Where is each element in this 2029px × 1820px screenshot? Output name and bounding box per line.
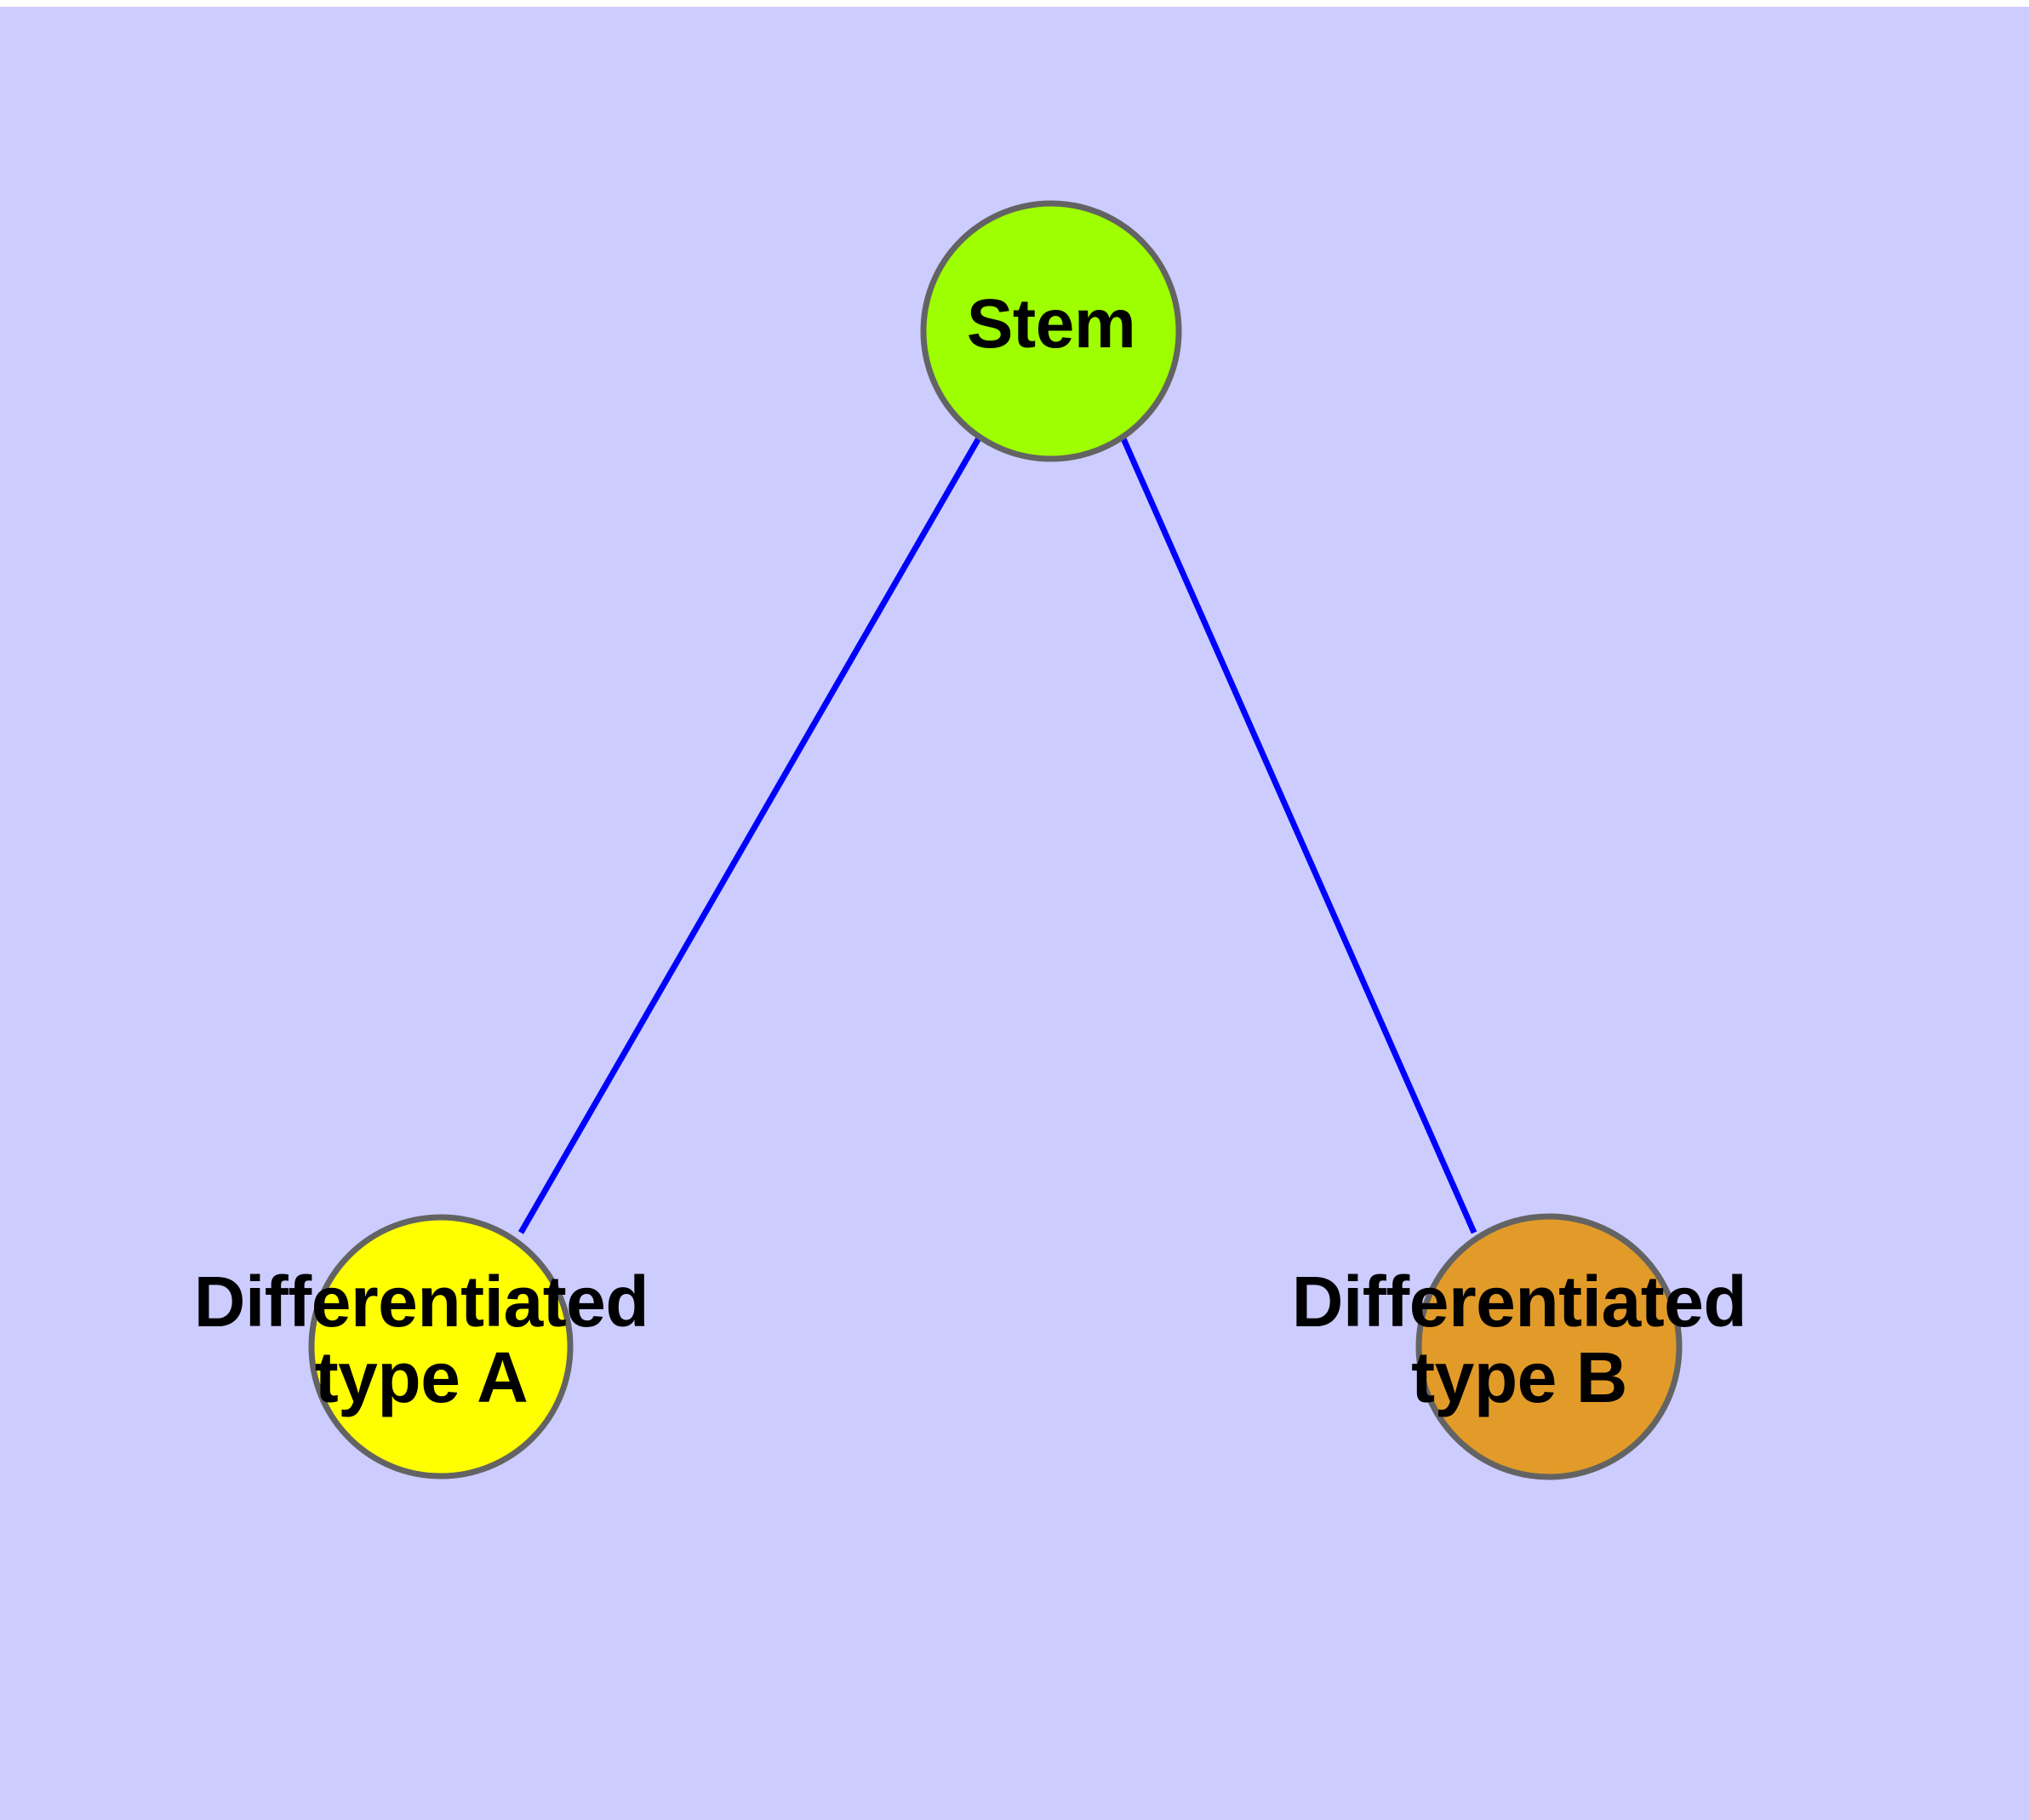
graph-svg bbox=[308, 200, 1683, 1480]
node-layer bbox=[308, 200, 1683, 1480]
edge-stem-to-diff-b bbox=[1119, 435, 1477, 1234]
edge-stem-to-diff-a bbox=[517, 435, 983, 1234]
edge-layer bbox=[517, 435, 1477, 1234]
node-diff-b-circle[interactable] bbox=[1415, 1213, 1683, 1480]
diagram-plot-area: Stem Differentiated type A Differentiate… bbox=[0, 7, 2029, 1820]
node-stem-circle[interactable] bbox=[920, 200, 1182, 462]
node-diff-a-circle[interactable] bbox=[308, 1214, 574, 1479]
